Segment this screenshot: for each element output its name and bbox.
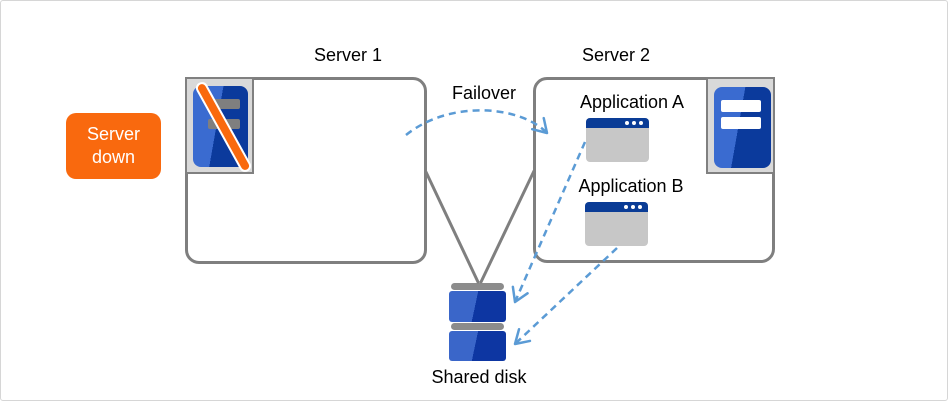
failover-label: Failover <box>451 83 517 103</box>
window-dot-icon <box>638 205 642 209</box>
application-a-label: Application A <box>579 92 685 112</box>
disk-cap <box>451 323 504 330</box>
window-titlebar <box>586 118 649 128</box>
window-titlebar <box>585 202 648 212</box>
server-slot <box>721 117 761 129</box>
window-dot-icon <box>624 205 628 209</box>
disk-unit <box>449 291 506 322</box>
window-dot-icon <box>632 121 636 125</box>
shared-disk-icon <box>449 283 506 363</box>
application-a-window-icon <box>586 118 649 162</box>
server-down-badge: Server down <box>66 113 161 179</box>
disk-unit <box>449 331 506 361</box>
server-slot <box>721 100 761 112</box>
shared-disk-label: Shared disk <box>431 367 527 387</box>
server1-label: Server 1 <box>313 45 383 65</box>
window-dot-icon <box>631 205 635 209</box>
server1-down-icon <box>185 77 254 174</box>
server2-icon <box>706 77 775 174</box>
application-b-window-icon <box>585 202 648 246</box>
window-dot-icon <box>639 121 643 125</box>
server-slot <box>208 99 240 109</box>
failover-arrow <box>405 109 549 136</box>
server-chassis <box>714 87 771 168</box>
window-dot-icon <box>625 121 629 125</box>
disk-cap <box>451 283 504 290</box>
server1-to-disk-line <box>424 170 480 284</box>
server2-to-disk-line <box>479 169 536 284</box>
application-b-label: Application B <box>578 176 684 196</box>
server2-label: Server 2 <box>581 45 651 65</box>
